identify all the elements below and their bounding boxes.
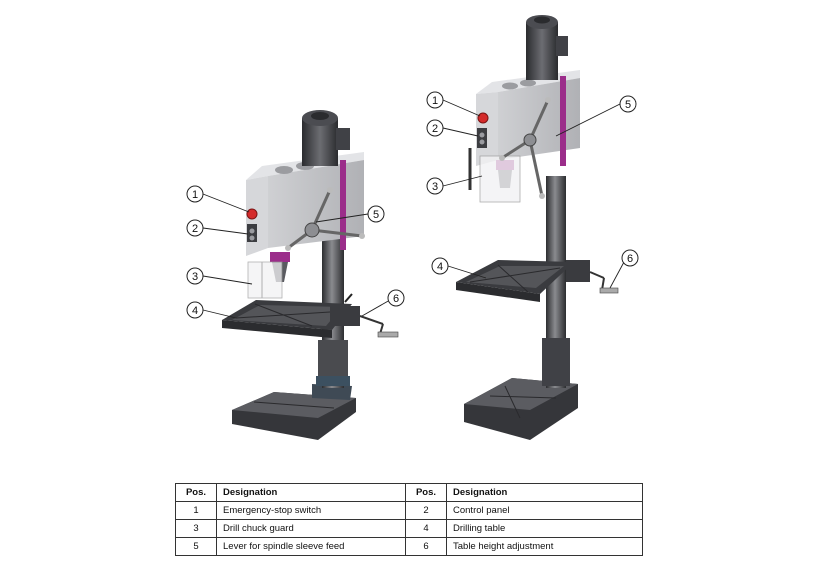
left-callout-2-label: 2: [192, 223, 198, 235]
right-callout-1-label: 1: [432, 95, 438, 107]
table-row: 1 Emergency-stop switch 2 Control panel: [175, 501, 643, 520]
right-callout-5-label: 5: [625, 99, 631, 111]
right-callout-5: 5: [619, 95, 637, 113]
drill-press-diagram: 1 2 3 4 5 6 1 2 3 4 5 6: [186, 15, 639, 440]
left-callout-6: 6: [387, 289, 405, 307]
left-callout-5: 5: [367, 205, 385, 223]
left-callout-6-label: 6: [393, 293, 399, 305]
right-head: [476, 70, 580, 166]
header-pos-b: Pos.: [405, 483, 447, 502]
right-callouts: [442, 99, 625, 289]
left-callout-5-label: 5: [373, 209, 379, 221]
table-cell-pos: 6: [405, 537, 447, 556]
table-row: 5 Lever for spindle sleeve feed 6 Table …: [175, 537, 643, 556]
right-motor: [526, 15, 568, 80]
left-callout-4-label: 4: [192, 305, 198, 317]
table-cell-designation: Drilling table: [446, 519, 643, 538]
right-callout-3: 3: [426, 177, 444, 195]
left-feed-lever: [285, 187, 365, 251]
left-callout-3: 3: [186, 267, 204, 285]
table-cell-designation: Emergency-stop switch: [216, 501, 406, 520]
left-base: [232, 384, 356, 440]
left-callout-4: 4: [186, 301, 204, 319]
table-cell-pos: 2: [405, 501, 447, 520]
right-callout-1: 1: [426, 91, 444, 109]
left-spindle: [247, 252, 290, 299]
table-cell-designation: Control panel: [446, 501, 643, 520]
left-table-crank: [359, 315, 399, 338]
table-header-row: Pos. Designation Pos. Designation: [175, 483, 643, 502]
left-callout-2: 2: [186, 219, 204, 237]
left-callout-1: 1: [186, 185, 204, 203]
left-drill-press: [222, 110, 399, 440]
right-drilling-table: [456, 260, 590, 302]
header-pos-a: Pos.: [175, 483, 217, 502]
left-callout-1-label: 1: [192, 189, 198, 201]
table-cell-designation: Table height adjustment: [446, 537, 643, 556]
left-drilling-table: [222, 293, 360, 338]
right-column: [546, 176, 566, 388]
table-cell-pos: 1: [175, 501, 217, 520]
parts-legend-table: Pos. Designation Pos. Designation 1 Emer…: [175, 483, 643, 556]
right-callout-4-label: 4: [437, 261, 443, 273]
right-callout-6: 6: [621, 249, 639, 267]
right-drill-press: [456, 15, 619, 440]
left-callouts: [202, 193, 391, 319]
right-callout-2: 2: [426, 119, 444, 137]
right-callout-4: 4: [431, 257, 449, 275]
table-cell-designation: Lever for spindle sleeve feed: [216, 537, 406, 556]
right-callout-2-label: 2: [432, 123, 438, 135]
table-cell-pos: 4: [405, 519, 447, 538]
table-cell-designation: Drill chuck guard: [216, 519, 406, 538]
header-designation-a: Designation: [216, 483, 406, 502]
right-feed-lever: [499, 97, 551, 199]
table-row: 3 Drill chuck guard 4 Drilling table: [175, 519, 643, 538]
left-callout-3-label: 3: [192, 271, 198, 283]
left-head: [246, 152, 364, 256]
right-table-crank: [589, 271, 619, 294]
right-spindle: [468, 148, 521, 203]
right-callout-3-label: 3: [432, 181, 438, 193]
table-cell-pos: 3: [175, 519, 217, 538]
table-cell-pos: 5: [175, 537, 217, 556]
right-callout-6-label: 6: [627, 253, 633, 265]
header-designation-b: Designation: [446, 483, 643, 502]
left-motor: [302, 110, 350, 166]
